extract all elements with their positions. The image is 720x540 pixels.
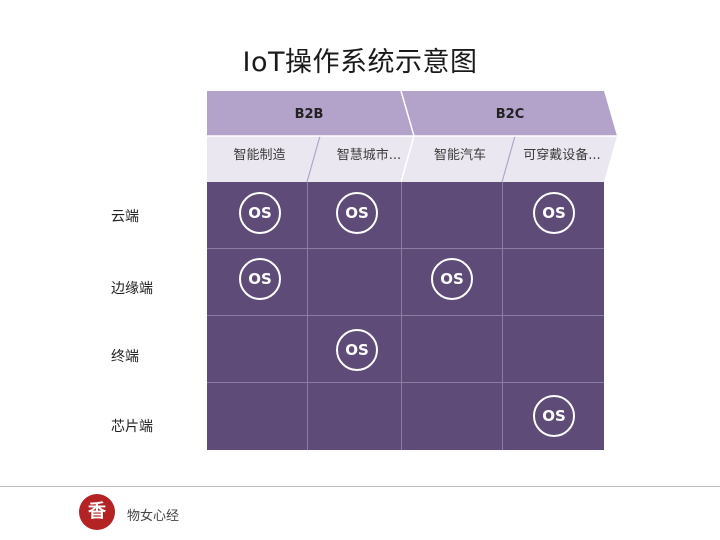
os-badge-terminal-smartcity: OS (336, 329, 378, 371)
grid-line (502, 182, 503, 450)
os-badge-edge-auto: OS (431, 258, 473, 300)
os-badge-edge-manufacturing: OS (239, 258, 281, 300)
group-header-b2b-shape (207, 91, 414, 136)
grid-line (207, 382, 604, 383)
os-badge-cloud-wearable: OS (533, 192, 575, 234)
os-badge-cloud-smartcity: OS (336, 192, 378, 234)
grid-line (401, 182, 402, 450)
row-label-edge: 边缘端 (111, 281, 153, 297)
grid-line (207, 248, 604, 249)
row-label-cloud: 云端 (111, 209, 139, 225)
group-label-b2c: B2C (496, 107, 525, 122)
os-badge-cloud-manufacturing: OS (239, 192, 281, 234)
row-label-terminal: 终端 (111, 349, 139, 365)
os-badge-chip-wearable: OS (533, 395, 575, 437)
brand-logo-icon: 香 (79, 494, 115, 530)
column-header-3: 智能汽车 (433, 148, 486, 163)
grid-line (307, 182, 308, 450)
footer-divider (0, 486, 720, 487)
page-title: IoT操作系统示意图 (242, 47, 478, 78)
column-header-4: 可穿戴设备... (523, 148, 601, 163)
column-header-band (207, 136, 617, 182)
brand-name: 物女心经 (127, 509, 180, 524)
column-header-2: 智慧城市... (336, 148, 402, 163)
grid-line (207, 315, 604, 316)
group-label-b2b: B2B (295, 107, 324, 122)
header-banner: B2B B2C (207, 90, 617, 183)
row-label-chip: 芯片端 (111, 419, 153, 435)
column-header-1: 智能制造 (233, 148, 286, 163)
column-separator (306, 135, 321, 183)
column-separator (501, 135, 516, 183)
group-header-b2c-shape (401, 91, 617, 136)
